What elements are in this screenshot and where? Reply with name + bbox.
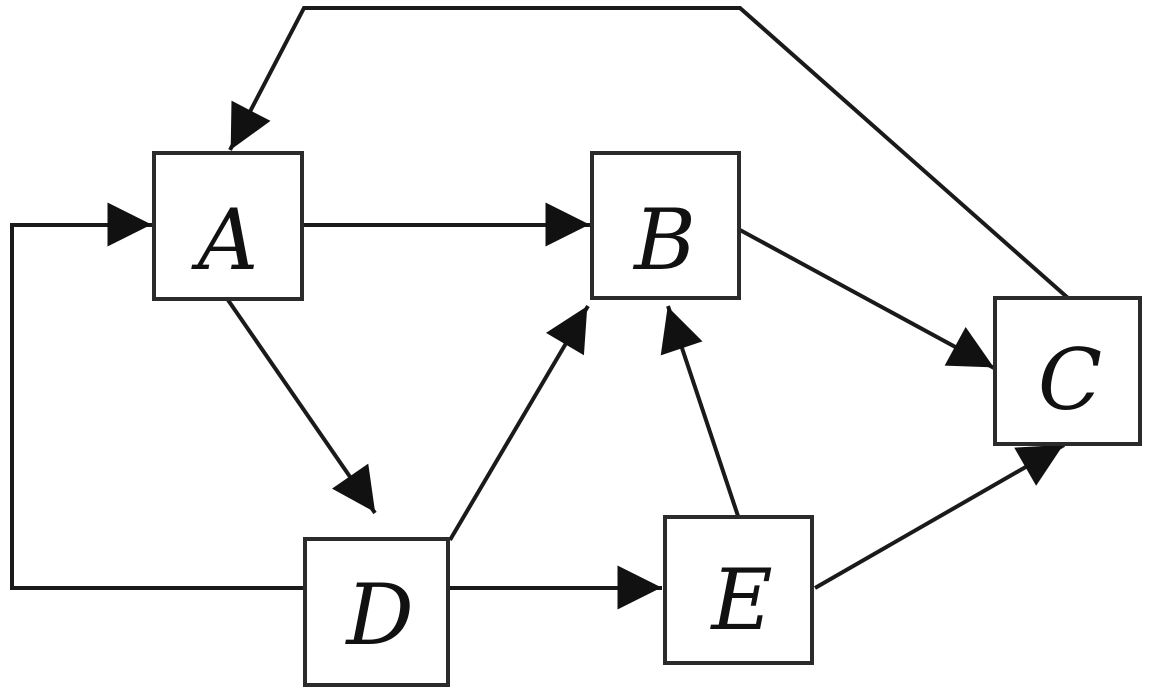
edge-e-to-c: [814, 443, 1065, 590]
node-c: C: [993, 296, 1142, 446]
node-d: D: [303, 537, 450, 687]
node-d-label: D: [344, 566, 413, 664]
edge-d-to-a: [10, 202, 305, 590]
node-e: E: [663, 515, 814, 665]
nodes-layer: A B C D E: [152, 151, 1142, 687]
node-a: A: [152, 151, 304, 301]
edges-layer: [10, 6, 1070, 610]
node-e-label: E: [709, 551, 772, 649]
node-a-label: A: [191, 191, 259, 289]
edge-c-to-a: [228, 6, 1070, 300]
edge-a-to-d: [226, 298, 377, 515]
edge-d-to-b: [448, 304, 590, 542]
node-b-label: B: [632, 191, 696, 289]
edge-b-to-c: [739, 228, 995, 370]
edge-e-to-b: [660, 305, 740, 517]
node-c-label: C: [1038, 331, 1102, 429]
node-b: B: [590, 151, 741, 300]
